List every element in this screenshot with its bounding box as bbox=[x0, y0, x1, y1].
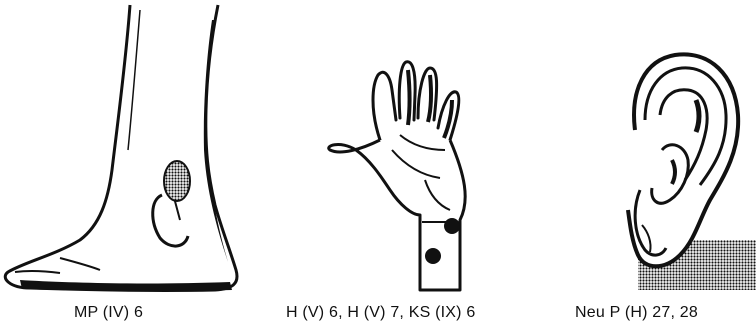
foot-figure bbox=[0, 0, 250, 300]
foot-caption: MP (IV) 6 bbox=[74, 304, 143, 322]
ear-caption: Neu P (H) 27, 28 bbox=[575, 304, 698, 322]
ear-figure bbox=[600, 0, 756, 300]
ear-illustration bbox=[600, 0, 756, 300]
acupoint-marker bbox=[444, 218, 460, 234]
foot-illustration bbox=[0, 0, 250, 300]
acupoint-marker bbox=[425, 248, 441, 264]
acupoint-marker bbox=[164, 161, 190, 201]
hand-caption: H (V) 6, H (V) 7, KS (IX) 6 bbox=[286, 304, 475, 322]
hand-illustration bbox=[300, 0, 500, 300]
hand-figure bbox=[300, 0, 500, 300]
